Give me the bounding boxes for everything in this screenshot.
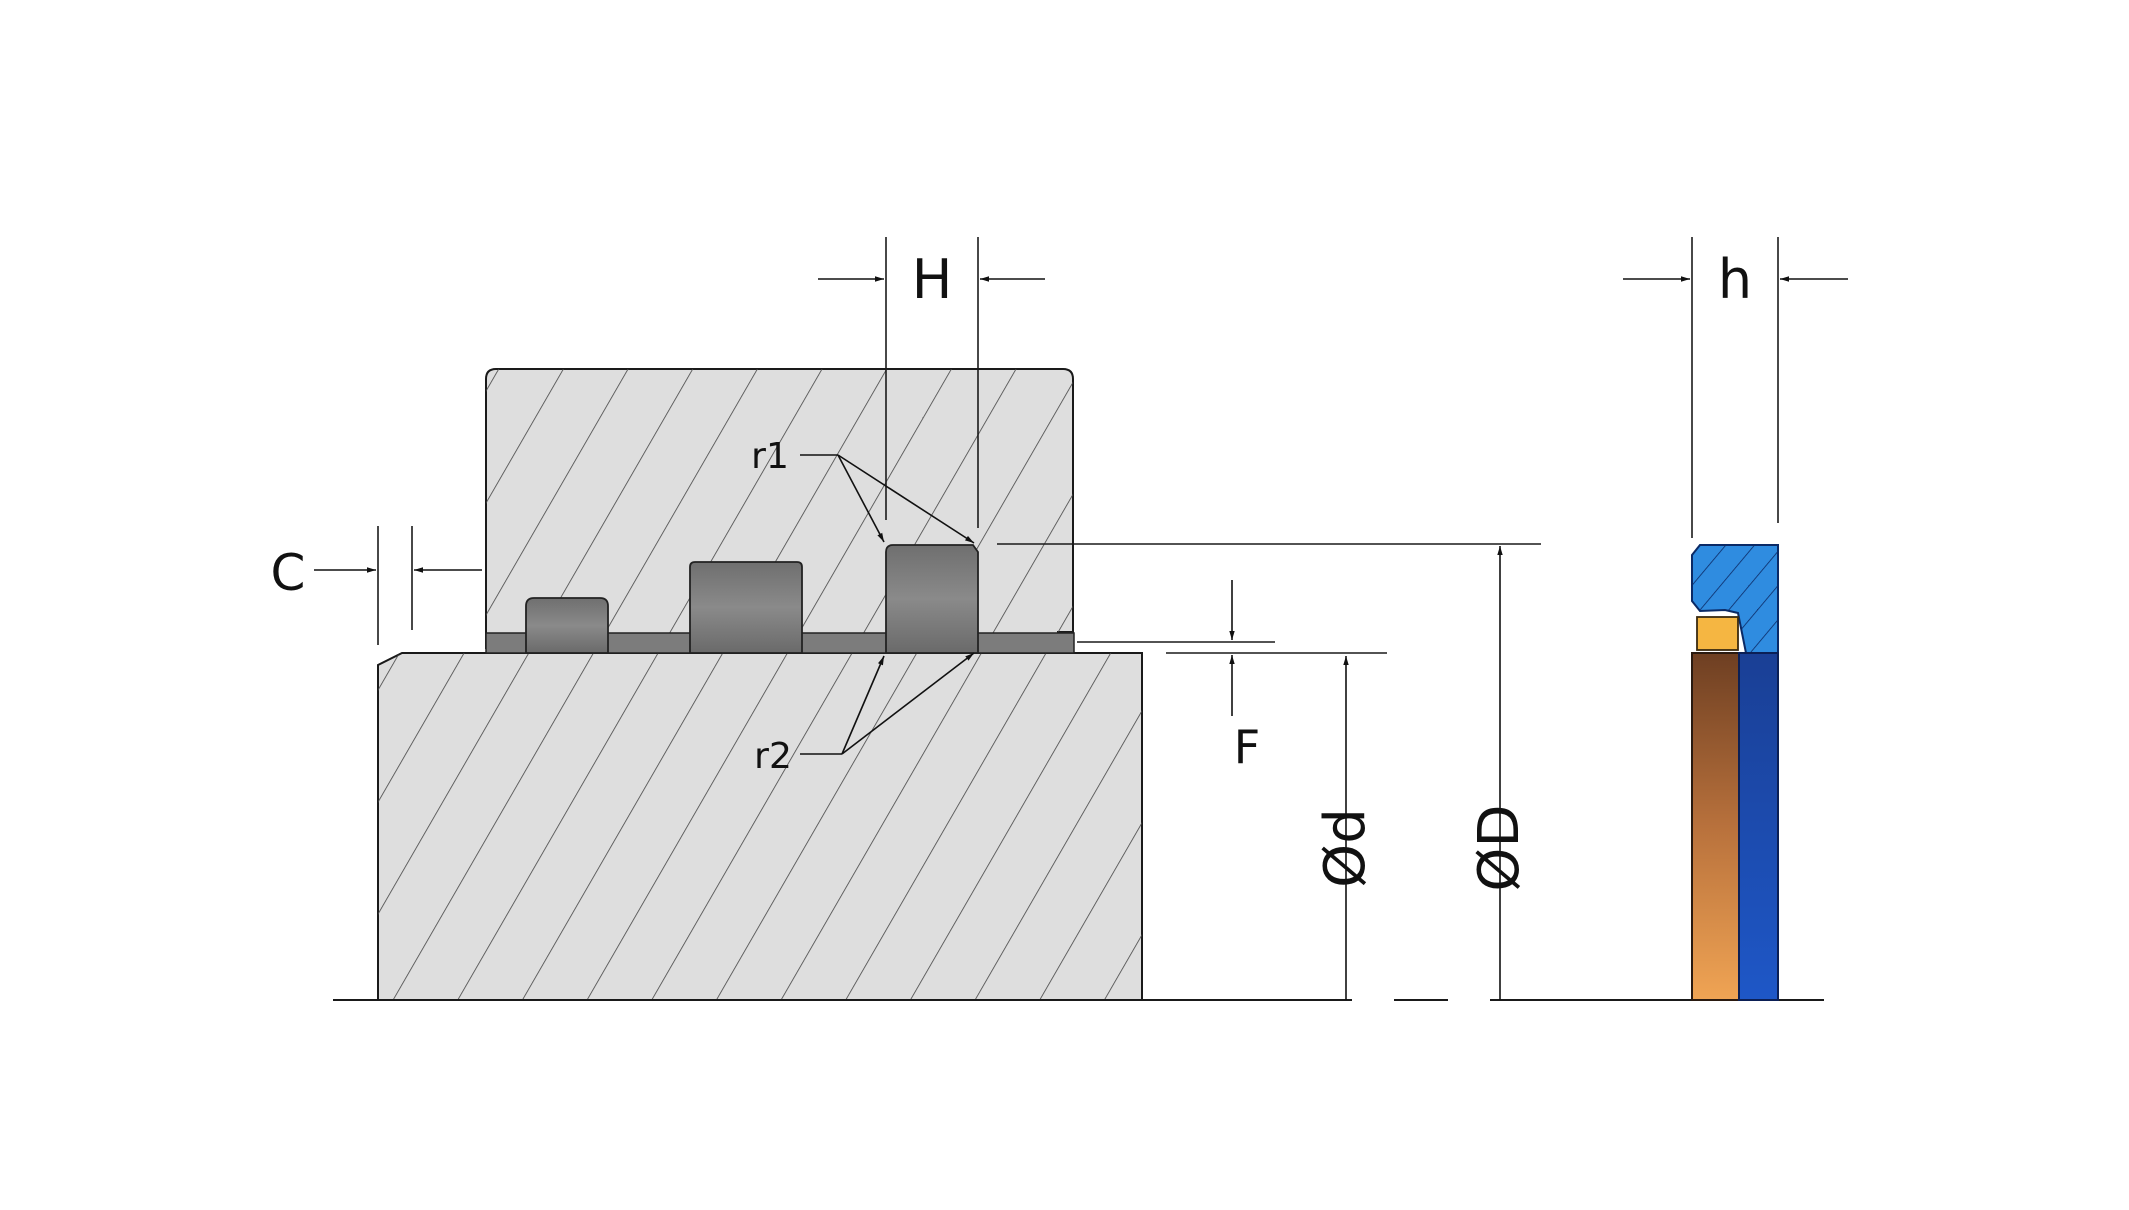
seal-cross-section [1691,544,1779,1001]
label-r1: r1 [751,436,789,477]
label-oD: ØD [1467,804,1532,891]
extension-lines [377,237,1779,654]
label-C: C [271,544,306,602]
dimension-arrows [314,276,1848,1000]
label-h: h [1718,248,1752,311]
rod-section [377,652,1143,1001]
label-od: Ød [1313,808,1378,888]
groove-seal-elements [525,544,979,654]
label-r2: r2 [754,736,792,777]
radius-leaders [800,454,975,755]
label-F: F [1234,720,1260,774]
label-H: H [912,248,953,311]
